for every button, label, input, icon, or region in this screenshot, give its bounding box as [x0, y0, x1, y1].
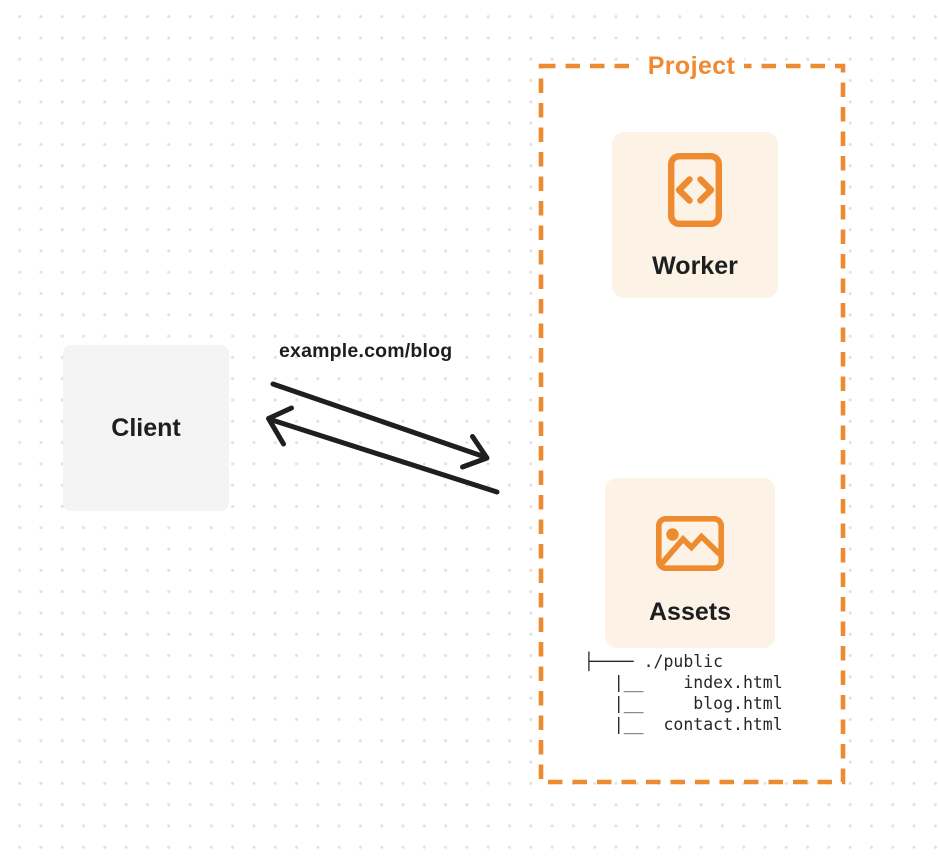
worker-label: Worker — [652, 252, 738, 280]
response-arrowhead-icon — [266, 405, 294, 447]
code-file-icon — [668, 153, 722, 227]
project-title: Project — [540, 52, 843, 84]
client-box: Client — [63, 345, 229, 511]
project-title-text: Project — [638, 52, 745, 80]
client-label: Client — [111, 413, 181, 442]
worker-card: Worker — [612, 132, 778, 298]
request-arrow-line — [270, 381, 488, 460]
image-icon — [656, 516, 724, 571]
request-arrowhead-icon — [460, 434, 490, 470]
request-url-label: example.com/blog — [279, 340, 453, 362]
response-arrow-line — [271, 418, 500, 495]
assets-card: Assets — [605, 478, 775, 648]
assets-label: Assets — [649, 598, 731, 626]
assets-file-tree: ├──── ./public |__ index.html |__ blog.h… — [584, 652, 783, 734]
